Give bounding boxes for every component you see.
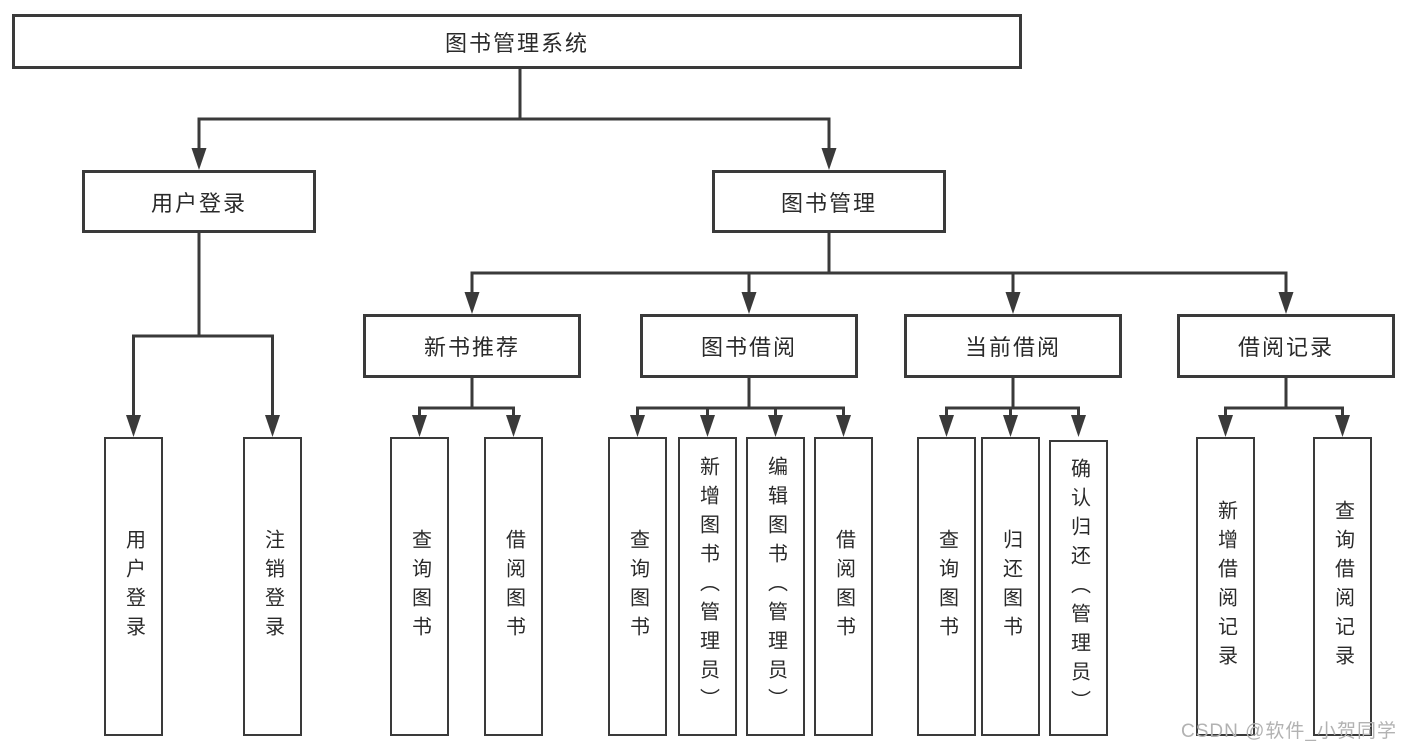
connector-book-mgmt-children: [464, 231, 1294, 314]
node-label: 图书管理: [780, 190, 877, 216]
node-label: 当前借阅: [964, 335, 1061, 360]
node-new-book-recommend: 新书推荐: [363, 314, 581, 378]
connector-book-borrow-children: [630, 376, 851, 437]
node-book-borrow: 图书借阅: [640, 314, 858, 378]
node-book-management: 图书管理: [712, 170, 946, 233]
node-confirm-return-admin: 确认归还（管理员）: [1049, 440, 1108, 736]
arrowhead: [412, 415, 427, 437]
node-current-borrow: 当前借阅: [904, 314, 1122, 378]
arrowhead: [630, 415, 645, 437]
arrowhead: [1278, 292, 1294, 314]
node-add-books-admin: 新增图书（管理员）: [678, 437, 737, 736]
node-root-system: 图书管理系统: [12, 14, 1022, 69]
node-label: 注销登录: [261, 528, 284, 645]
node-label: 新增借阅记录: [1214, 499, 1237, 674]
arrowhead: [939, 415, 954, 437]
node-label: 借阅图书: [502, 528, 525, 645]
connector-new-book-children: [412, 376, 521, 437]
node-label: 用户登录: [150, 190, 247, 216]
node-label: 查询借阅记录: [1331, 499, 1354, 674]
node-label: 确认归还（管理员）: [1067, 457, 1090, 719]
arrowhead: [741, 292, 757, 314]
node-query-books-3: 查询图书: [917, 437, 976, 736]
arrowhead: [768, 415, 783, 437]
node-query-books-1: 查询图书: [390, 437, 449, 736]
node-label: 借阅记录: [1237, 335, 1334, 360]
connector-borrow-record-children: [1218, 376, 1350, 437]
node-label: 查询图书: [408, 528, 431, 645]
connector-current-borrow-children: [939, 376, 1086, 437]
arrowhead: [1005, 292, 1021, 314]
node-label: 图书管理系统: [444, 30, 589, 56]
arrowhead: [464, 292, 480, 314]
arrowhead: [836, 415, 851, 437]
arrowhead: [1003, 415, 1018, 437]
node-return-books: 归还图书: [981, 437, 1040, 736]
node-add-borrow-record: 新增借阅记录: [1196, 437, 1255, 736]
node-query-books-2: 查询图书: [608, 437, 667, 736]
node-label: 归还图书: [999, 528, 1022, 645]
node-borrow-books-2: 借阅图书: [814, 437, 873, 736]
arrowhead: [506, 415, 521, 437]
arrowhead: [821, 148, 837, 170]
node-label: 新增图书（管理员）: [696, 456, 719, 717]
node-edit-books-admin: 编辑图书（管理员）: [746, 437, 805, 736]
arrowhead: [265, 415, 280, 437]
node-borrow-records: 借阅记录: [1177, 314, 1395, 378]
connector-user-login-children: [126, 231, 280, 437]
node-label: 查询图书: [935, 528, 958, 645]
node-label: 用户登录: [122, 528, 145, 645]
node-label: 查询图书: [626, 528, 649, 645]
csdn-watermark: CSDN @软件_小贺同学: [1181, 721, 1397, 742]
arrowhead: [126, 415, 141, 437]
arrowhead: [700, 415, 715, 437]
node-user-login-group: 用户登录: [82, 170, 316, 233]
arrowhead: [1218, 415, 1233, 437]
arrowhead: [1071, 415, 1086, 437]
node-query-borrow-record: 查询借阅记录: [1313, 437, 1372, 736]
arrowhead: [191, 148, 207, 170]
connector-root-to-level2: [191, 67, 837, 170]
arrowhead: [1335, 415, 1350, 437]
node-borrow-books-1: 借阅图书: [484, 437, 543, 736]
node-label: 图书借阅: [700, 335, 797, 360]
node-logout: 注销登录: [243, 437, 302, 736]
node-user-login: 用户登录: [104, 437, 163, 736]
node-label: 借阅图书: [832, 528, 855, 645]
node-label: 新书推荐: [423, 335, 520, 360]
node-label: 编辑图书（管理员）: [764, 456, 787, 717]
